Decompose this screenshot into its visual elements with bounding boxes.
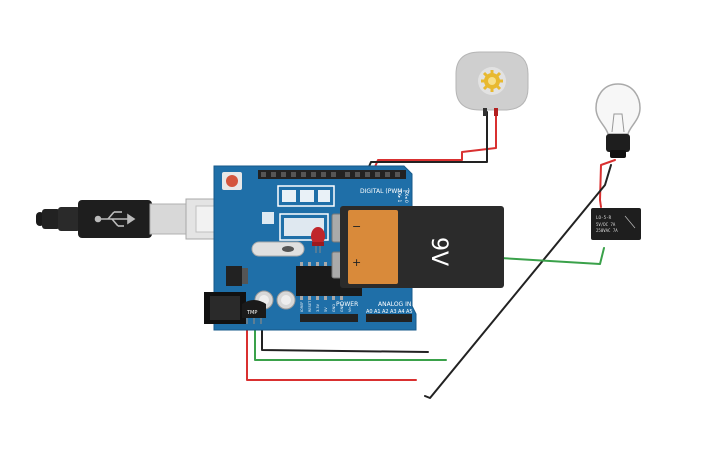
pin-a3: A3 bbox=[390, 309, 397, 315]
light-bulb[interactable] bbox=[595, 83, 641, 158]
pin-gnd-1: GND bbox=[332, 304, 336, 312]
pin-gnd-2: GND bbox=[340, 304, 344, 312]
battery-label: 9V bbox=[426, 237, 451, 266]
pin-5v: 5V bbox=[324, 307, 328, 312]
pin-a0: A0 bbox=[366, 309, 373, 315]
usb-icon bbox=[94, 211, 136, 227]
digital-header bbox=[258, 170, 406, 179]
dc-motor-icon bbox=[481, 70, 503, 92]
relay-green-wire[interactable] bbox=[499, 247, 605, 265]
pin-a4: A4 bbox=[398, 309, 405, 315]
pin-a1: A1 bbox=[374, 309, 381, 315]
relay-line1: LO-5-R bbox=[596, 215, 612, 220]
temperature-sensor[interactable]: TMP bbox=[242, 300, 266, 324]
bulb-red-wire[interactable] bbox=[599, 159, 616, 208]
relay-line2: 5V/DC 7A bbox=[596, 222, 616, 227]
power-pin-labels: IOREF RESET 3.3V 5V GND GND Vin bbox=[300, 300, 352, 312]
sensor-black-wire[interactable] bbox=[261, 321, 429, 353]
pin-3v3: 3.3V bbox=[316, 303, 320, 312]
bulb-black-wire[interactable] bbox=[424, 164, 612, 399]
battery-9v[interactable]: − + 9V bbox=[331, 206, 504, 288]
pin-vin: Vin bbox=[348, 306, 352, 312]
analog-header-label: ANALOG IN bbox=[378, 301, 411, 308]
tx-label: TX▸ 1 bbox=[396, 189, 402, 203]
pin-a5: A5 bbox=[406, 309, 413, 315]
sensor-label: TMP bbox=[246, 310, 257, 316]
pin-a2: A2 bbox=[382, 309, 389, 315]
rx-label: RX◂ 0 bbox=[403, 190, 409, 203]
digital-header-label: DIGITAL (PWM~) bbox=[360, 188, 410, 195]
battery-minus-label: − bbox=[352, 220, 361, 233]
relay[interactable]: LO-5-R 5V/DC 7A 250VAC 7A bbox=[591, 208, 641, 240]
analog-pin-labels: A0 A1 A2 A3 A4 A5 bbox=[366, 309, 413, 315]
red-led[interactable] bbox=[311, 227, 325, 253]
relay-line3: 250VAC 7A bbox=[596, 228, 618, 233]
dc-motor[interactable] bbox=[455, 51, 529, 116]
pin-ioref: IOREF bbox=[300, 302, 304, 312]
light-bulb-icon bbox=[595, 83, 641, 135]
sensor-green-wire[interactable] bbox=[254, 321, 447, 361]
pin-reset: RESET bbox=[308, 300, 312, 312]
sensor-red-wire[interactable] bbox=[246, 321, 417, 381]
battery-plus-label: + bbox=[352, 256, 361, 269]
usb-cable[interactable] bbox=[36, 198, 241, 240]
wires bbox=[246, 111, 616, 399]
power-header-label: POWER bbox=[336, 301, 358, 308]
